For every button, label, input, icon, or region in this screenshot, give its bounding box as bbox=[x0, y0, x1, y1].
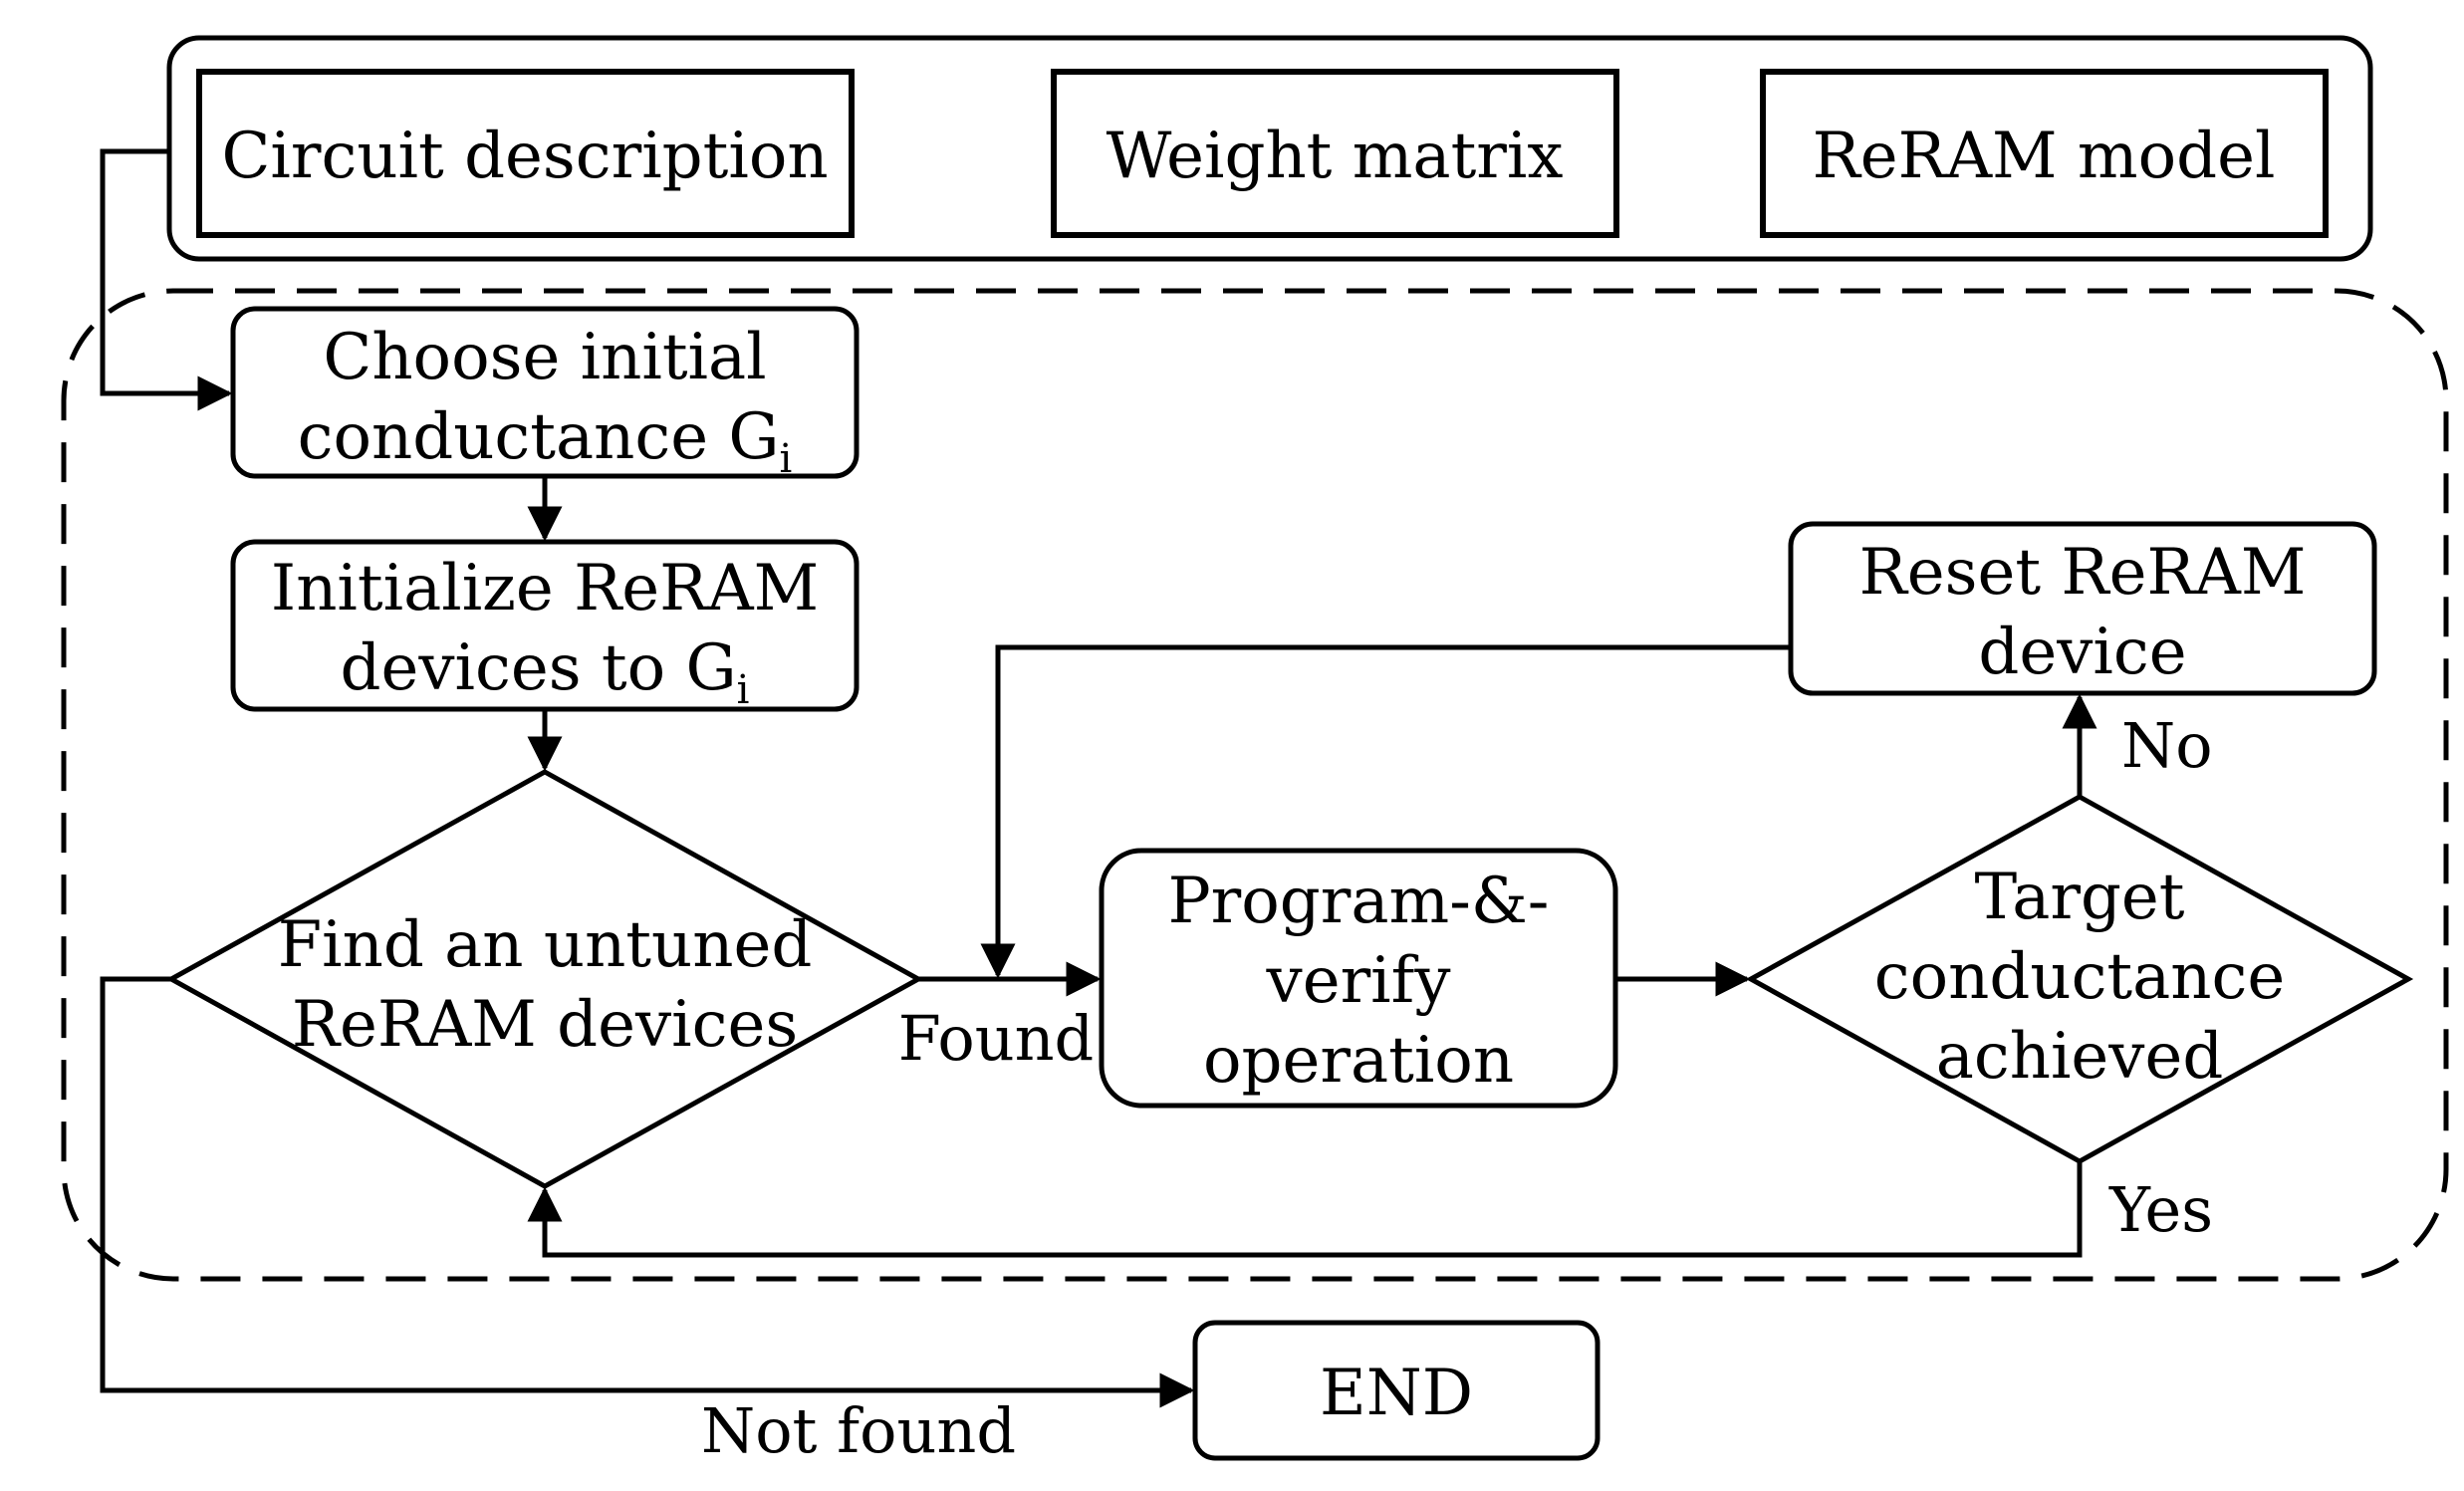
edge-label-found: Found bbox=[898, 1002, 1095, 1075]
end-label: END bbox=[1320, 1357, 1473, 1430]
edge-inputs-to-choose bbox=[100, 148, 233, 411]
program-verify-line1: Program-&- bbox=[1168, 865, 1550, 938]
initialize-line1: Initialize ReRAM bbox=[271, 552, 819, 625]
program-verify-line2: verify bbox=[1266, 944, 1451, 1018]
initialize-line2-main: devices to G bbox=[341, 631, 737, 705]
reram-model-box bbox=[1760, 69, 2329, 238]
edge-label-no: No bbox=[2121, 709, 2213, 782]
weight-matrix-label: Weight matrix bbox=[1107, 120, 1564, 193]
circuit-description-label: Circuit description bbox=[221, 120, 828, 193]
program-verify-line3: operation bbox=[1203, 1024, 1514, 1098]
edge-label-yes: Yes bbox=[2108, 1173, 2213, 1246]
edge-label-not-found: Not found bbox=[701, 1394, 1016, 1467]
choose-initial-line1: Choose initial bbox=[323, 321, 766, 394]
find-untuned-line1: Find an untuned bbox=[278, 908, 813, 982]
choose-initial-line2: conductance Gi bbox=[298, 400, 793, 482]
reset-line2: device bbox=[1978, 616, 2186, 689]
edge-find-to-end bbox=[100, 976, 1195, 1408]
end-box bbox=[1192, 1320, 1601, 1461]
edge-target-to-find bbox=[527, 1161, 2083, 1258]
initialize-subscript: i bbox=[737, 667, 750, 713]
circuit-description-box bbox=[196, 69, 855, 238]
weight-matrix-box bbox=[1051, 69, 1619, 238]
edge-reset-to-program bbox=[980, 644, 1791, 979]
target-achieved-line3: achieved bbox=[1936, 1020, 2224, 1094]
choose-initial-line2-main: conductance G bbox=[298, 400, 780, 474]
find-untuned-line2: ReRAM devices bbox=[292, 988, 798, 1062]
tuning-loop-container bbox=[61, 288, 2449, 1282]
find-untuned-decision bbox=[165, 769, 924, 1189]
target-achieved-line1: Target bbox=[1974, 861, 2184, 934]
reset-reram-box bbox=[1788, 521, 2377, 696]
initialize-line2: devices to Gi bbox=[341, 631, 750, 713]
reram-model-label: ReRAM model bbox=[1813, 120, 2276, 193]
target-achieved-line2: conductance bbox=[1874, 940, 2285, 1014]
choose-initial-subscript: i bbox=[780, 436, 793, 482]
reset-line1: Reset ReRAM bbox=[1859, 536, 2307, 610]
inputs-container bbox=[166, 35, 2373, 262]
